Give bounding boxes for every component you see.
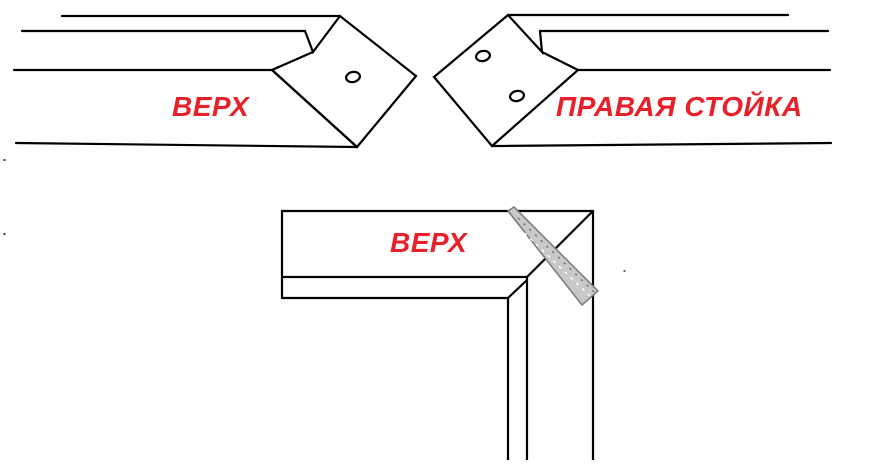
top-right-board (432, 13, 833, 148)
hole-left (344, 70, 362, 84)
label-top-left: ВЕРХ (172, 91, 250, 122)
hole-right-2 (508, 89, 526, 103)
label-right-post: ПРАВАЯ СТОЙКА (556, 91, 803, 122)
top-left-board (12, 14, 418, 149)
screw (506, 206, 600, 307)
assembled-corner (280, 209, 595, 462)
label-bottom: ВЕРХ (390, 227, 468, 258)
hole-right-1 (474, 49, 492, 63)
